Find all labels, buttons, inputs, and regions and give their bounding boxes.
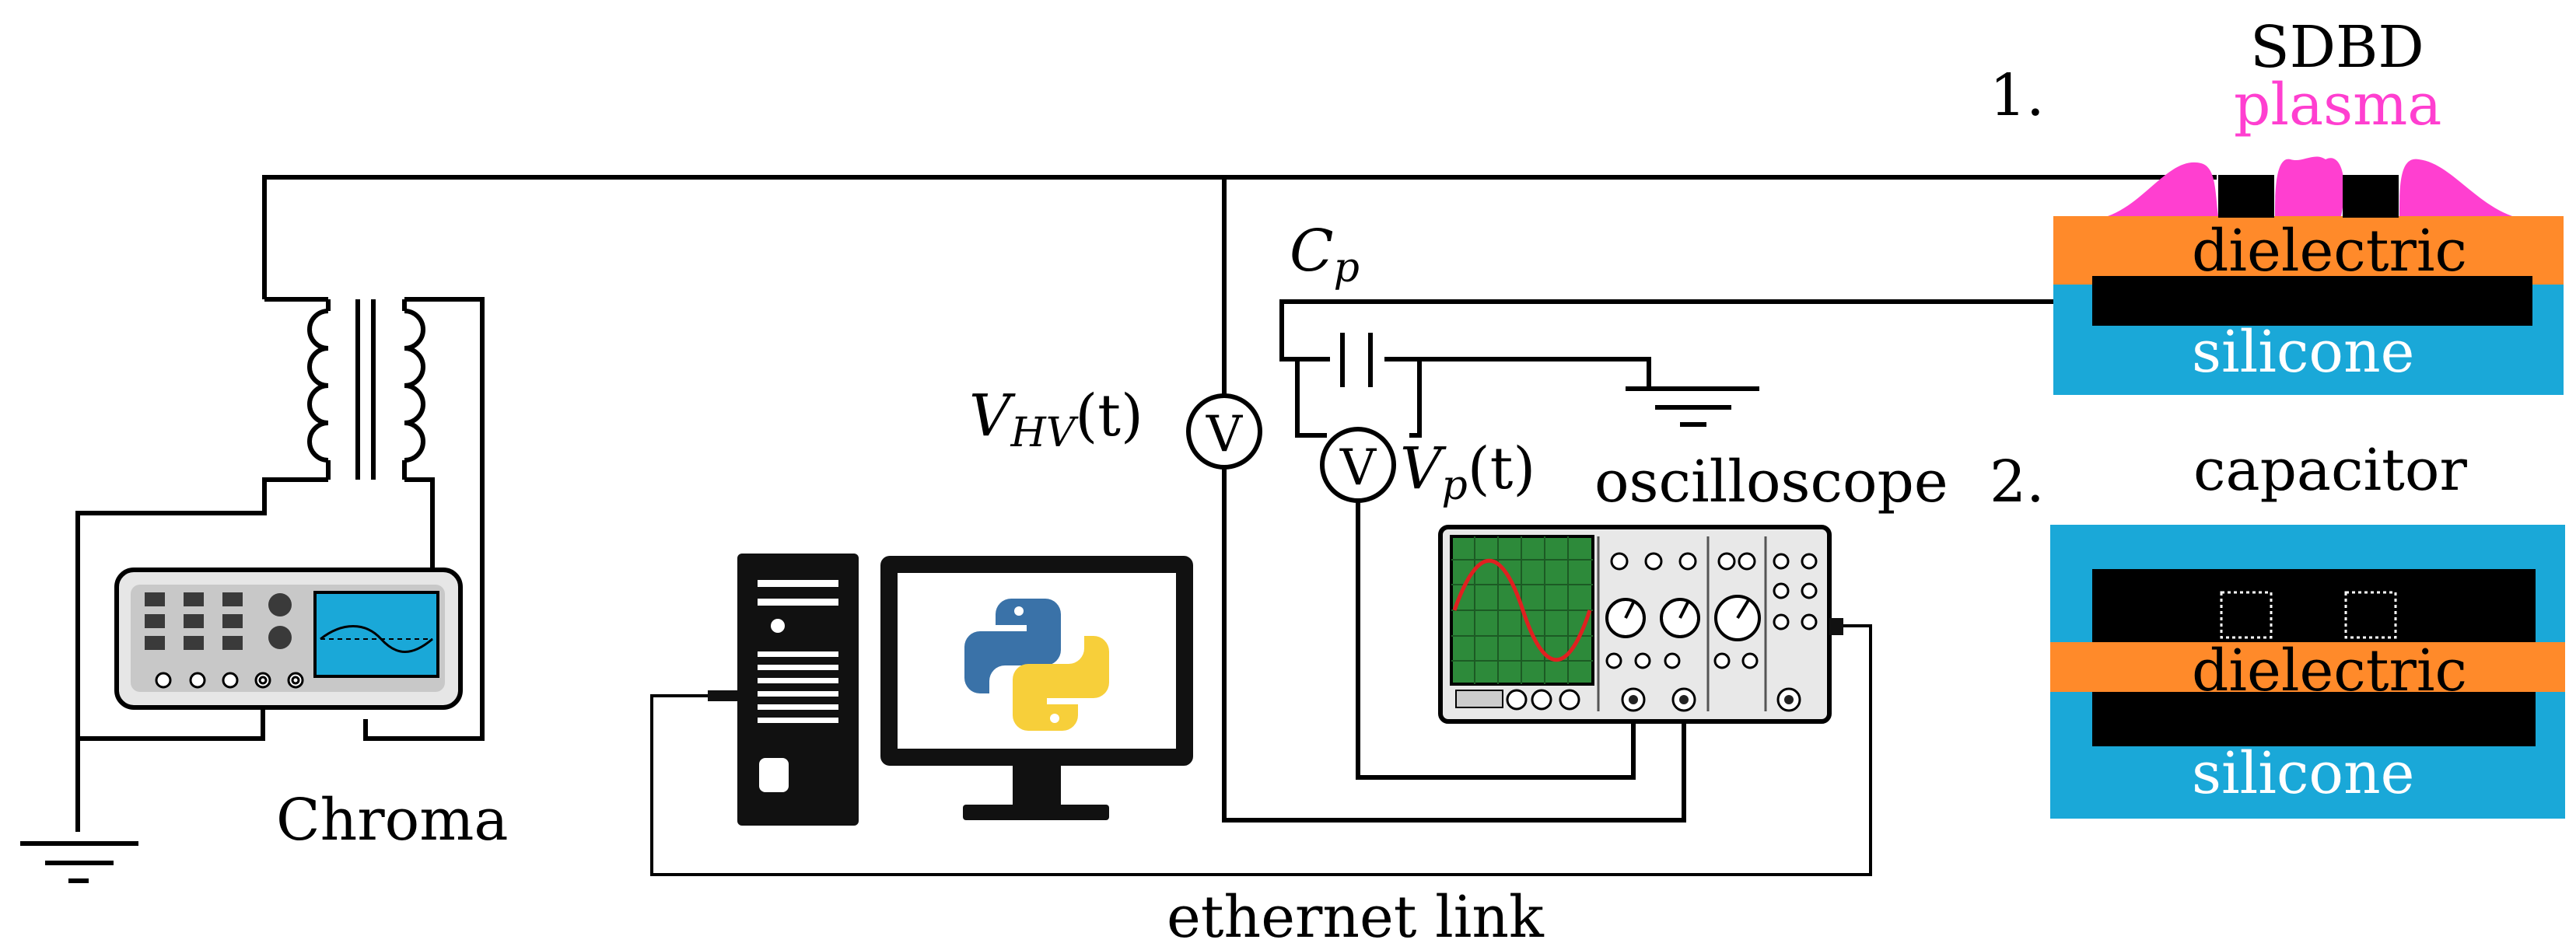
parasitic-capacitor [1340, 333, 1373, 387]
chroma-label: Chroma [276, 787, 509, 854]
silicone-label-2: silicone [2192, 740, 2414, 807]
wiring [75, 175, 2217, 876]
sdbd-label: SDBD [2250, 14, 2424, 81]
sdbd-actuator [2053, 156, 2564, 395]
transformer-icon [307, 299, 425, 480]
python-logo-icon [964, 599, 1109, 731]
config-2-number: 2. [1990, 449, 2045, 515]
vp-voltmeter-symbol: V [1339, 439, 1377, 497]
vp-voltmeter: V [1320, 427, 1396, 503]
oscilloscope-icon [1438, 525, 1843, 724]
config-1-number: 1. [1990, 62, 2045, 129]
dielectric-label-2: dielectric [2192, 637, 2467, 704]
hv-voltmeter: V [1186, 393, 1262, 470]
capacitor-label: capacitor [2193, 437, 2467, 504]
dielectric-label-1: dielectric [2192, 218, 2467, 285]
ethernet-link-label: ethernet link [1167, 884, 1545, 950]
ground-icon [20, 841, 138, 883]
ground-icon [1626, 386, 1759, 427]
c-p-label: Cp [1290, 218, 1360, 292]
capacitor-sample [2050, 525, 2565, 819]
plasma-label: plasma [2234, 72, 2441, 138]
v-hv-label: VHV(t) [969, 382, 1143, 456]
signal-generator-icon [114, 568, 463, 710]
computer-tower-icon [708, 554, 859, 826]
v-p-label: Vp(t) [1400, 435, 1535, 509]
silicone-label-1: silicone [2192, 319, 2414, 386]
hv-voltmeter-symbol: V [1206, 406, 1244, 463]
oscilloscope-label: oscilloscope [1594, 449, 1948, 515]
